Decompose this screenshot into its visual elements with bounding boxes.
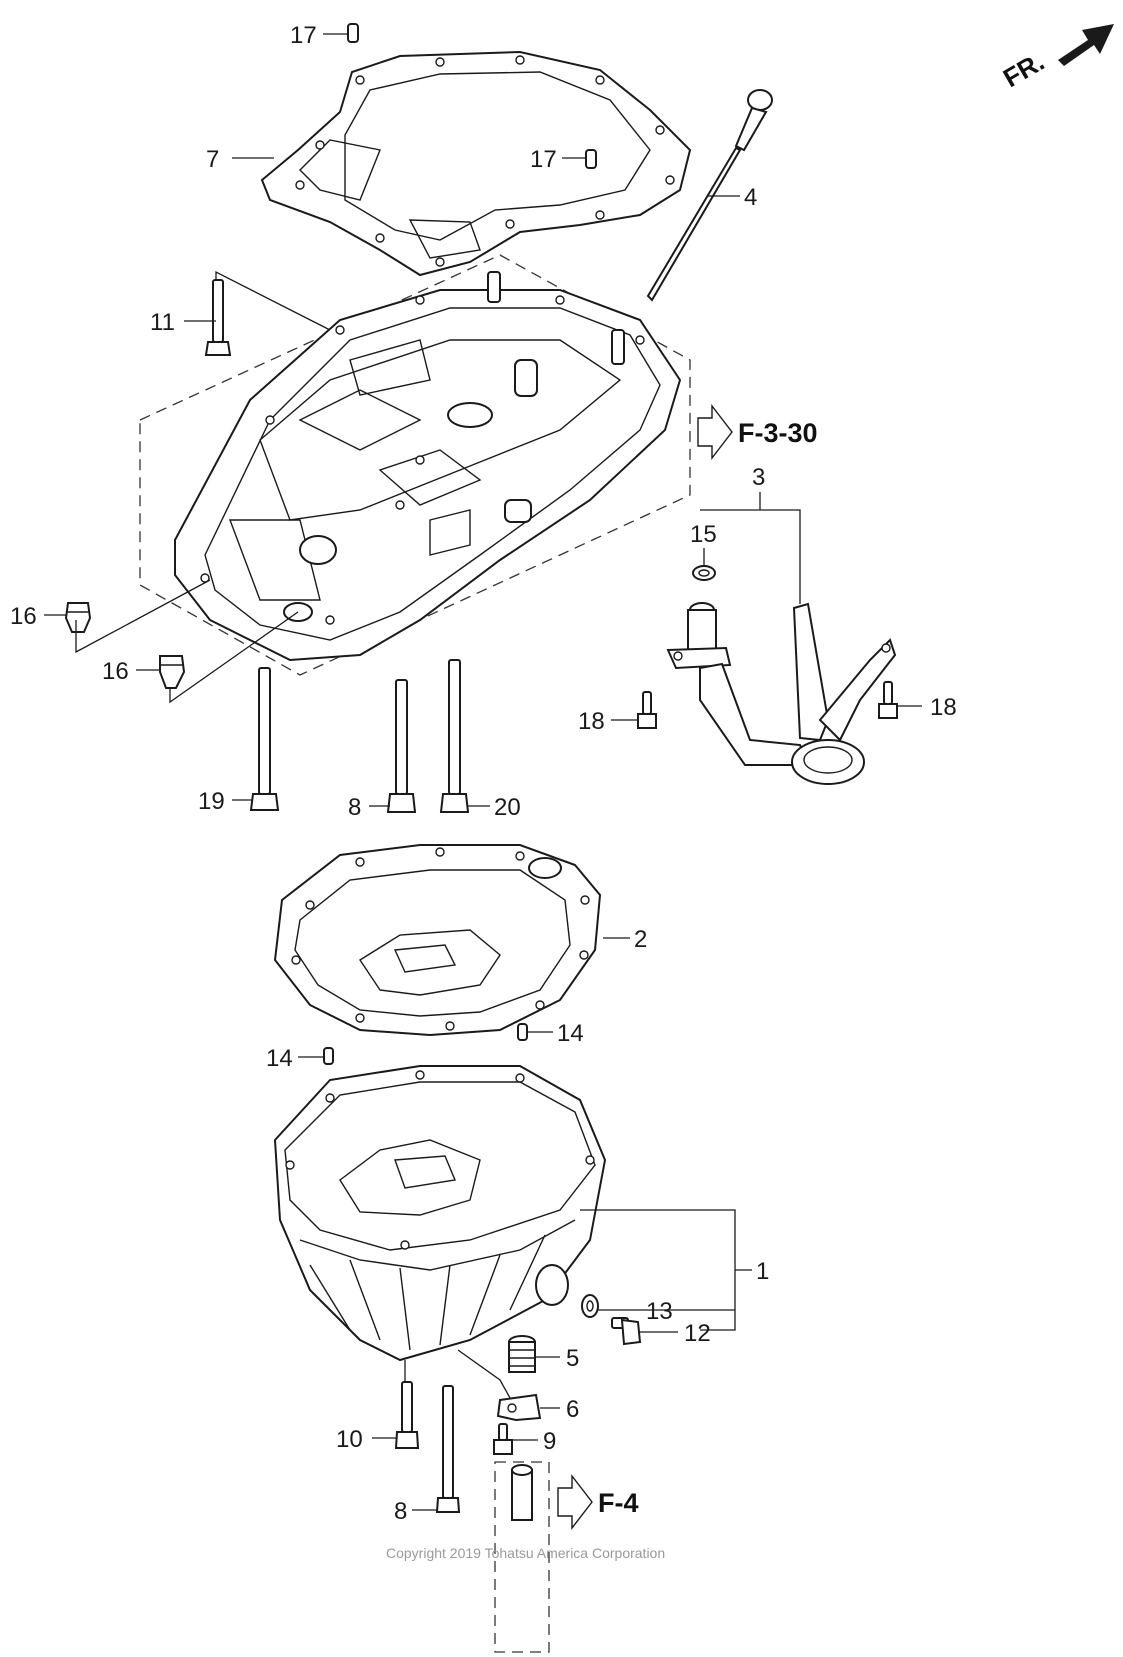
reference-f-4-label: F-4	[598, 1488, 639, 1518]
callout-18: 18	[578, 708, 605, 735]
callout-20: 20	[494, 794, 521, 821]
reference-arrow-icon	[697, 403, 733, 461]
callout-5: 5	[566, 1345, 579, 1372]
callout-12: 12	[684, 1320, 711, 1347]
callout-16: 16	[102, 658, 129, 685]
callout-9: 9	[543, 1428, 556, 1455]
assembly-dashed-outline	[139, 254, 691, 676]
bolt-9	[493, 1423, 513, 1455]
washer-13	[581, 1294, 599, 1318]
callout-3: 3	[752, 464, 765, 491]
callout-13: 13	[646, 1298, 673, 1325]
oil-pan-upper-housing	[174, 271, 682, 662]
bolt-10	[394, 1381, 420, 1449]
callout-8: 8	[348, 794, 361, 821]
callout-8: 8	[394, 1498, 407, 1525]
gasket-7	[260, 50, 692, 277]
callout-1: 1	[756, 1258, 769, 1285]
leader-lines	[44, 33, 922, 1511]
spring-5	[508, 1335, 536, 1373]
callout-4: 4	[744, 184, 757, 211]
oil-pan-1-bolt-holes	[285, 1070, 595, 1250]
dowel-pin-17-top	[347, 23, 359, 43]
callout-6: 6	[566, 1396, 579, 1423]
o-ring-15	[692, 565, 716, 581]
callout-14: 14	[266, 1045, 293, 1072]
plug-16-upper	[64, 602, 92, 633]
reference-arrow-icon	[557, 1473, 593, 1531]
gasket-2	[273, 844, 602, 1037]
front-direction-indicator: FR.	[998, 24, 1114, 93]
pickup-pipe-detail	[494, 1461, 550, 1653]
callout-17: 17	[530, 146, 557, 173]
callout-17: 17	[290, 22, 317, 49]
front-label: FR.	[998, 46, 1049, 93]
oil-pan-1	[273, 1065, 607, 1362]
drain-bolt-12	[611, 1317, 642, 1346]
callout-18: 18	[930, 694, 957, 721]
bolt-18-right	[878, 681, 898, 719]
reference-f-4: F-4	[557, 1473, 639, 1531]
oil-strainer-3	[666, 602, 897, 785]
dipstick-4	[646, 89, 773, 302]
callout-16: 16	[10, 603, 37, 630]
bolt-8-upper	[386, 679, 417, 813]
callout-10: 10	[336, 1426, 363, 1453]
front-arrow-icon	[1058, 24, 1114, 66]
gasket-2-bolt-holes	[291, 847, 590, 1031]
plate-6	[496, 1393, 542, 1422]
bolt-19	[249, 667, 280, 811]
callout-7: 7	[206, 146, 219, 173]
oil-pan-upper-bolt-holes	[200, 295, 645, 625]
bolt-11	[204, 279, 232, 356]
reference-f-3-30: F-3-30	[697, 403, 818, 461]
callout-15: 15	[690, 521, 717, 548]
callout-14: 14	[557, 1020, 584, 1047]
dowel-pin-17-right	[585, 149, 597, 169]
callout-labels: 17 7 17 4 11 3 15 16 16 18 18 19 8 20 2 …	[10, 22, 957, 1525]
dowel-pin-14-left	[323, 1047, 334, 1065]
callout-2: 2	[634, 926, 647, 953]
bolt-8-lower	[435, 1385, 461, 1513]
dowel-pin-14-right	[517, 1023, 528, 1041]
callout-19: 19	[198, 788, 225, 815]
gasket-7-bolt-holes	[295, 55, 675, 267]
callout-11: 11	[150, 309, 175, 336]
plug-16-lower	[159, 655, 186, 689]
bolt-18-left	[637, 691, 657, 729]
reference-f-3-30-label: F-3-30	[738, 418, 818, 448]
copyright-notice: Copyright 2019 Tohatsu America Corporati…	[386, 1545, 665, 1561]
bolt-20	[439, 659, 470, 813]
